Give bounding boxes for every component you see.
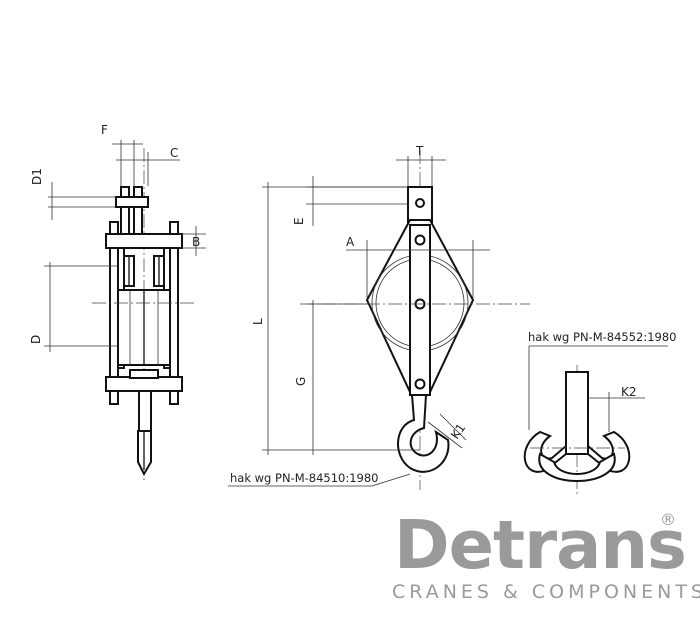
logo-tagline: CRANES & COMPONENTS [392,581,700,603]
front-view [228,150,530,490]
dim-label-b: B [192,235,200,249]
side-view [44,140,206,480]
hook-double-note: hak wg PN-M-84552:1980 [528,330,677,344]
dim-label-a: A [346,235,355,249]
double-hook-view [523,345,668,495]
dim-label-d1: D1 [30,168,44,185]
dim-label-l: L [251,318,265,325]
dim-label-k1: K1 [448,421,468,442]
dim-label-g: G [294,377,308,386]
dim-label-k2: K2 [621,385,637,399]
dim-label-c: C [170,146,178,160]
dim-label-e: E [292,217,306,225]
detrans-logo: Detrans ® CRANES & COMPONENTS [392,506,700,603]
logo-registered-mark: ® [660,510,676,529]
dimension-labels: F C D1 B D T E A L G K1 K2 hak wg PN-M-8… [29,123,677,485]
logo-brand: Detrans [394,506,686,584]
hook-single-note: hak wg PN-M-84510:1980 [230,471,379,485]
dim-label-f: F [101,123,108,137]
dim-label-t: T [415,144,424,158]
dim-label-d: D [29,335,43,344]
